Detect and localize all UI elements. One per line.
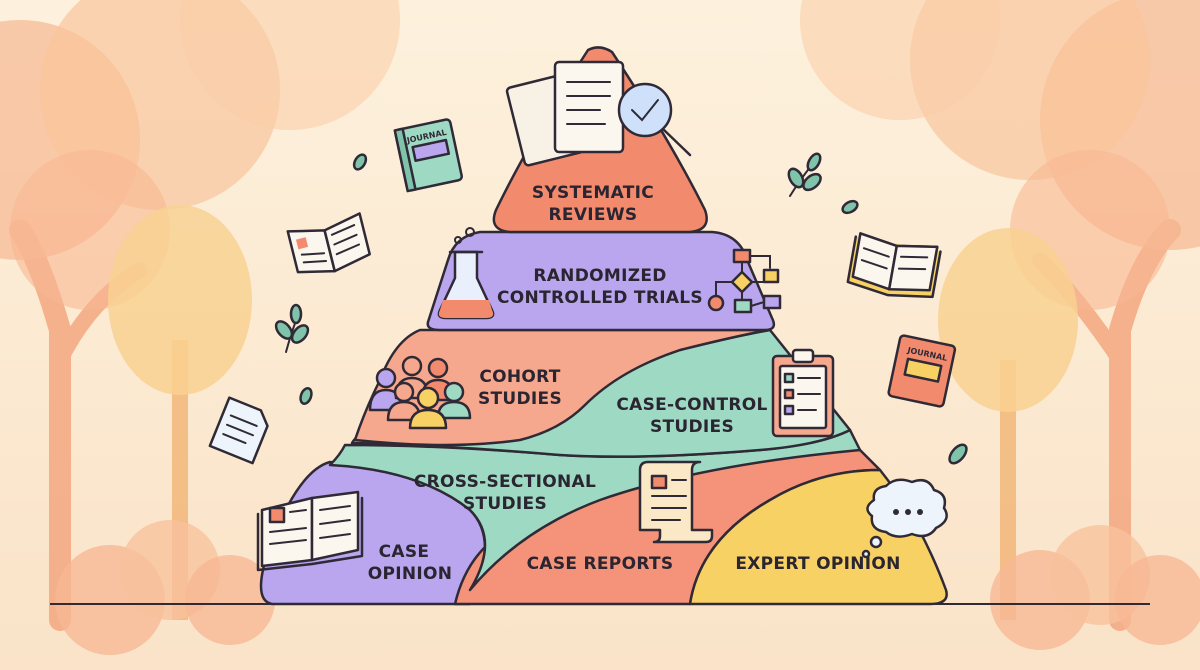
journal-book-icon-right: JOURNAL [887, 334, 957, 408]
clipboard-checklist-icon [771, 348, 835, 438]
leaf-icon [948, 443, 968, 465]
case-opinion-label-1: CASE [379, 542, 430, 562]
cohort-label-1: COHORT [479, 367, 560, 387]
documents-magnifier-icon [505, 60, 692, 167]
scroll-document-icon [638, 460, 714, 544]
cohort-label-2: STUDIES [478, 389, 562, 409]
flask-icon [437, 227, 495, 320]
case-control-label-1: CASE-CONTROL [616, 395, 767, 415]
rct-label-1: RANDOMIZED [533, 266, 666, 286]
floating-paper-icon [208, 396, 269, 465]
floating-book-icon-right [846, 232, 942, 299]
cross-sectional-label-1: CROSS-SECTIONAL [414, 472, 596, 492]
flowchart-icon [707, 248, 782, 314]
journal-book-icon: JOURNAL [393, 118, 463, 193]
speech-bubble-icon [861, 478, 948, 559]
rct-label-2: CONTROLLED TRIALS [497, 288, 703, 308]
open-book-icon [256, 490, 364, 572]
case-control-label-2: STUDIES [650, 417, 734, 437]
expert-opinion-label: EXPERT OPINION [735, 554, 900, 574]
leaf-sprig-icon [274, 303, 310, 353]
background-trees [0, 0, 1200, 655]
systematic-reviews-label-2: REVIEWS [549, 205, 638, 225]
people-group-icon [368, 355, 472, 430]
systematic-reviews-label-1: SYSTEMATIC [532, 183, 654, 203]
floating-book-icon-left [286, 212, 371, 274]
leaf-icon [841, 199, 859, 215]
leaf-icon [352, 153, 368, 171]
case-opinion-label-2: OPINION [368, 564, 453, 584]
leaf-icon [299, 387, 313, 405]
cross-sectional-label-2: STUDIES [463, 494, 547, 514]
leaf-sprig-icon-right [787, 152, 822, 197]
case-reports-label: CASE REPORTS [527, 554, 674, 574]
